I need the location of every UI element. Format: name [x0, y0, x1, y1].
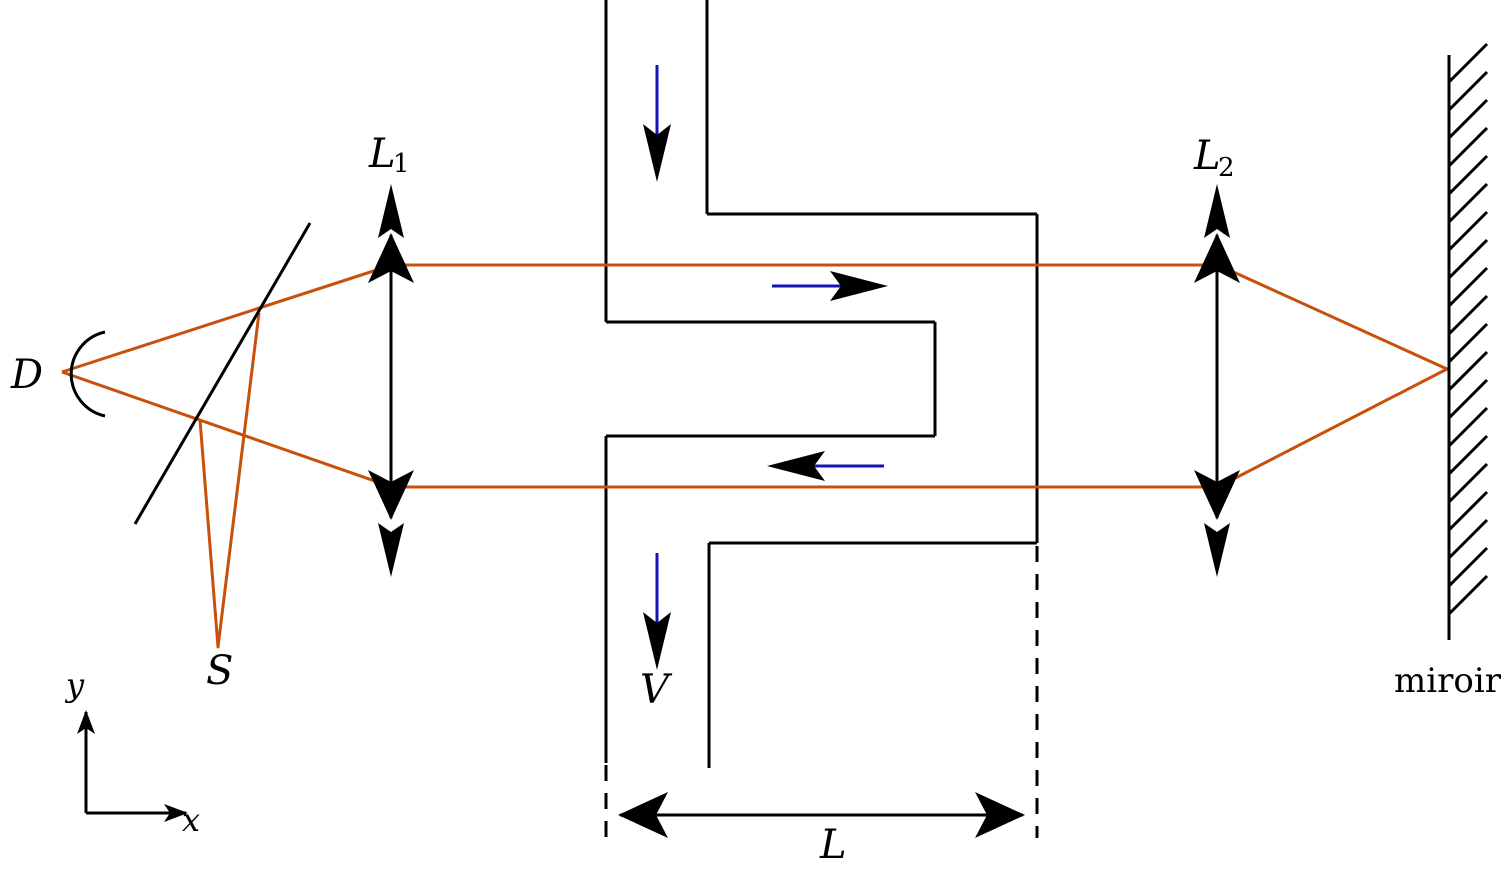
length-guides: [604, 546, 1039, 842]
y-axis-label: y: [64, 666, 85, 704]
detector-to-upper-beam-ray: [61, 263, 393, 374]
length-label: L: [819, 822, 847, 868]
lower-flow-arrow: [767, 451, 884, 481]
light-rays: [61, 263, 1449, 649]
source-rays: [198, 312, 261, 649]
lens-1-label-subscript: 1: [393, 149, 410, 179]
velocity-label: V: [640, 667, 673, 713]
lens-2-label-subscript: 2: [1218, 153, 1235, 183]
inlet-flow-arrow: [643, 65, 671, 182]
x-axis-label: x: [182, 801, 200, 839]
detector-icon: [69, 330, 106, 418]
flow-arrows: [643, 65, 888, 670]
beam-splitter: [133, 222, 312, 525]
mirror: [1447, 42, 1489, 640]
detector-to-lower-beam-ray: [61, 370, 393, 489]
mirror-hatching: [1447, 42, 1489, 616]
source-label: S: [206, 648, 233, 694]
lens-1-label-main: L: [368, 131, 396, 177]
lens-2-bottom-arrowhead: [1204, 523, 1230, 577]
water-tube: [604, 0, 1039, 768]
outlet-flow-arrow: [643, 553, 671, 670]
lens-2-top-arrowhead: [1204, 184, 1230, 238]
upper-flow-arrow: [772, 271, 888, 301]
mirror-reflection-ray: [1217, 263, 1449, 489]
lens-1-top-arrowhead: [378, 184, 404, 238]
coordinate-axes: [77, 710, 188, 822]
lens-2-label-main: L: [1193, 133, 1221, 179]
mirror-label: miroir: [1394, 661, 1502, 701]
lens-1-bottom-arrowhead: [378, 523, 404, 577]
detector-label: D: [10, 352, 43, 398]
